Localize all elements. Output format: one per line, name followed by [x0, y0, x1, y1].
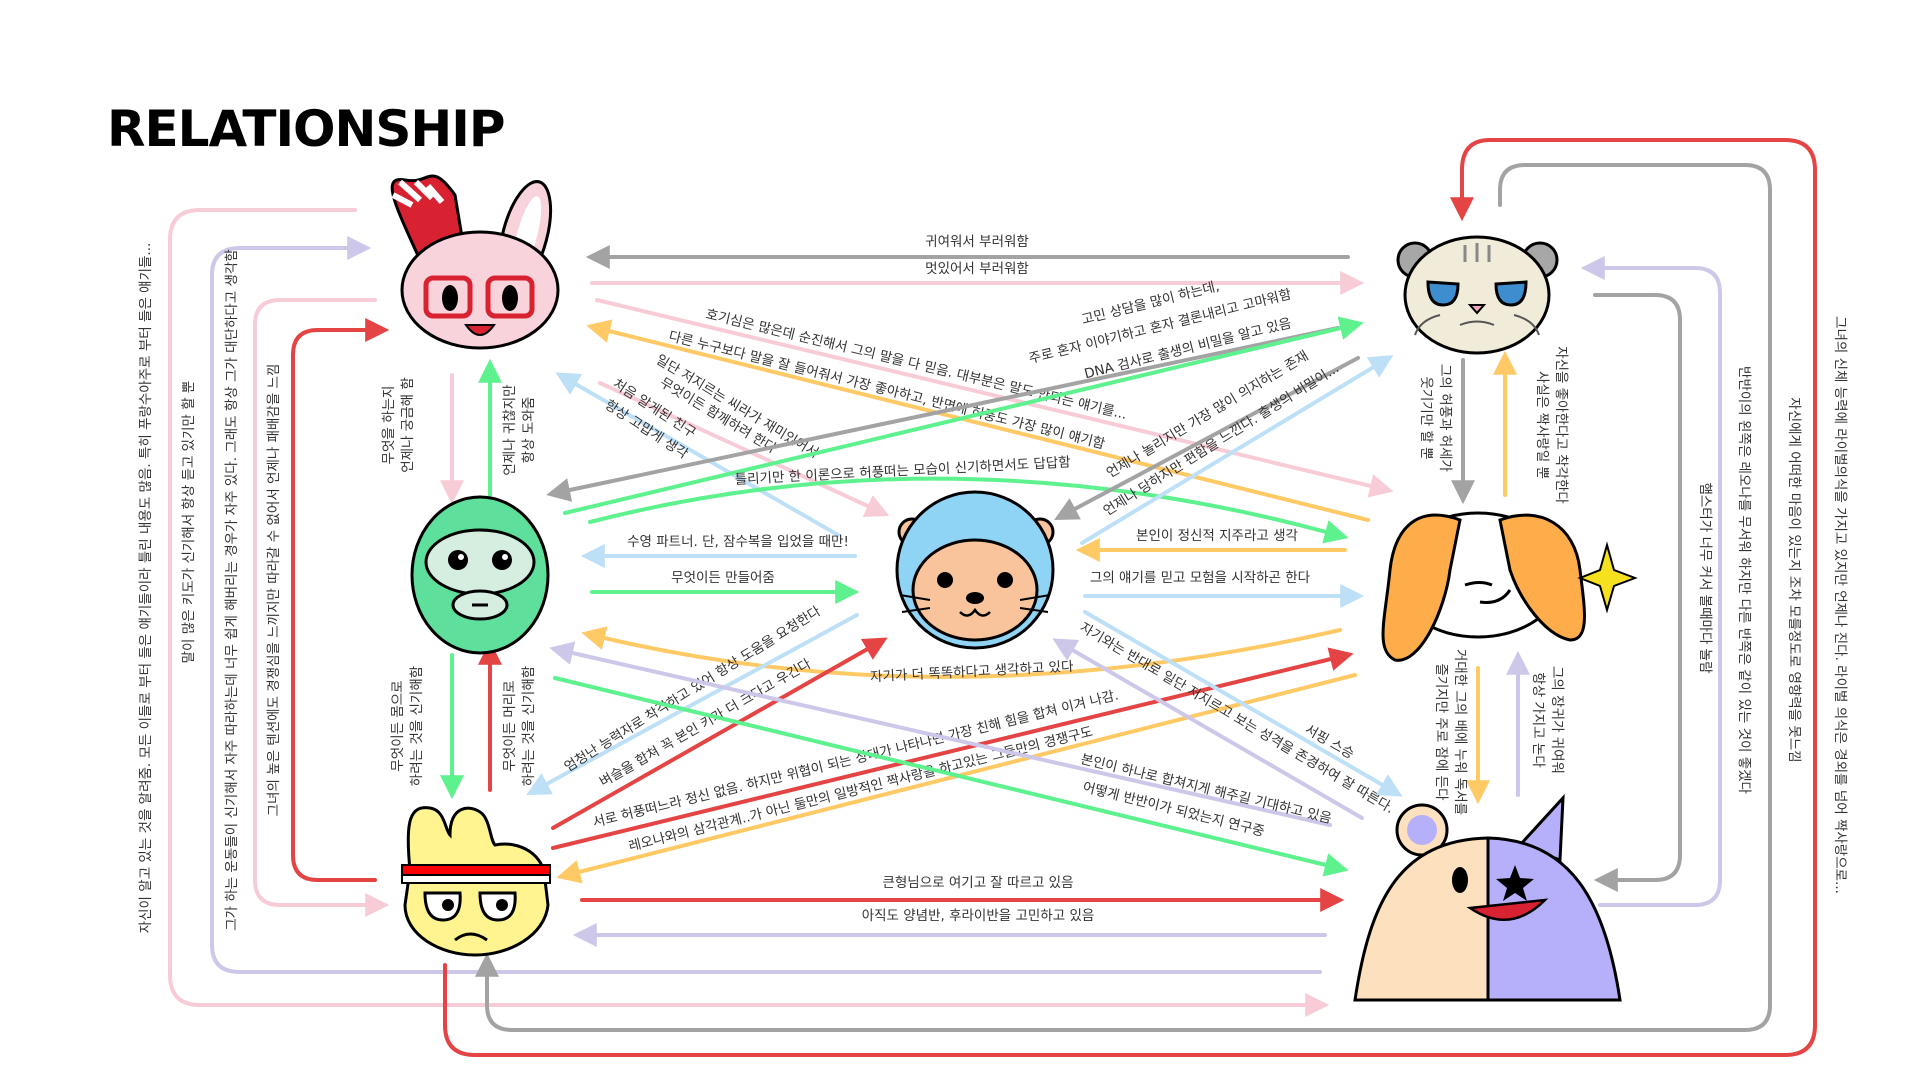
relation-label: 하려는 것을 신기해함: [521, 666, 537, 786]
relation-arrow: [168, 208, 1330, 1017]
relation-rooster-to-rabbit: 그녀의 높은 텐션에도 경쟁심을 느끼지만 따라갈 수 없어서 언제나 패배감을…: [266, 318, 390, 882]
relation-arrow: [553, 676, 1349, 877]
relation-arrow: [443, 138, 1817, 1057]
relation-label: 반반이의 왼쪽은 레오나를 무서워 하지만 다른 반쪽은 같이 있는 것이 좋겠…: [1736, 366, 1752, 795]
relation-label: 아직도 양념반, 후라이반을 고민하고 있음: [862, 908, 1095, 924]
relation-label: 그의 장귀가 귀여워: [1549, 666, 1565, 774]
relation-arrow: [556, 673, 1357, 884]
relation-label: 그녀의 높은 텐션에도 경쟁심을 느끼지만 따라갈 수 없어서 언제나 패배감을…: [266, 364, 282, 817]
relation-label: 항상 도와줌: [521, 397, 537, 463]
relation-arrow: [555, 372, 840, 537]
relation-arrow: [1080, 355, 1394, 545]
relation-arrow: [526, 613, 859, 796]
relation-arrow: [546, 326, 1340, 502]
yellow-rooster-with-headband-icon: [401, 806, 551, 957]
sparkle-icon: [1577, 541, 1638, 614]
half-and-half-hamster-icon: [1353, 793, 1622, 1002]
relation-label: 자신이 알고 있는 것을 알려줌. 모든 이들로 부터 들은 얘기들이라 틀린 …: [138, 243, 154, 934]
otter-in-blue-hood-icon: [895, 490, 1055, 650]
relation-otter-to-dog: 그의 얘기를 믿고 모험을 시작하곤 한다: [1083, 570, 1365, 608]
relation-rabbit-to-cat: 멋있어서 부러워함: [590, 261, 1365, 295]
relation-label: 언제나 궁금해 함: [400, 377, 416, 473]
relation-cat-to-rabbit: 귀여워서 부러워함: [585, 234, 1350, 269]
relation-otter-to-ninja: 수영 파트너. 단, 잠수복을 입었을 때만!: [580, 534, 857, 568]
relation-hamster-to-rabbit: 말이 많은 키도가 신기해서 항상 듣고 있기만 할 뿐: [181, 236, 1322, 974]
relation-label: 말이 많은 키도가 신기해서 항상 듣고 있기만 할 뿐: [181, 381, 197, 664]
relation-arrow: [291, 318, 390, 882]
page-title: RELATIONSHIP: [107, 100, 505, 158]
relation-label: 그의 얘기를 믿고 모험을 시작하곤 한다: [1090, 570, 1311, 586]
relation-rabbit-to-hamster: 자신이 알고 있는 것을 알려줌. 모든 이들로 부터 들은 얘기들이라 틀린 …: [138, 208, 1330, 1017]
relation-rooster-to-hamster: 큰형님으로 여기고 잘 따르고 있음: [580, 875, 1345, 912]
relation-label: 햄스터가 너무 커서 볼때마다 놀람: [1697, 482, 1713, 673]
star-eye-icon: [1496, 865, 1534, 901]
relation-arrow: [588, 476, 1349, 544]
relation-otter-to-hamster: 서핑 스승: [1083, 610, 1403, 797]
relation-arrow: [253, 298, 390, 917]
relation-label: 무엇이든 머리로: [502, 680, 518, 771]
relation-rabbit-to-rooster: 그가 하는 운동들이 신기해서 자주 따라하는데 너무 쉽게 해버리는 경우가 …: [224, 249, 390, 931]
relation-label: 무엇이든 몸으로: [390, 680, 406, 771]
relation-arrow: [598, 381, 890, 517]
relation-label: 자신을 좋아한다고 착각한다: [1553, 346, 1569, 504]
relation-arrow: [1083, 610, 1403, 797]
relation-label: 언제나 귀찮지만: [502, 384, 518, 475]
relation-label: 멋있어서 부러워함: [925, 261, 1029, 277]
relation-arrow: [563, 316, 1364, 515]
relation-label: 수영 파트너. 단, 잠수복을 입었을 때만!: [627, 534, 849, 550]
relation-arrow: [1052, 638, 1364, 820]
relation-arrow: [549, 641, 1332, 827]
relation-label: 큰형님으로 여기고 잘 따르고 있음: [882, 875, 1073, 891]
relation-label: 언제나 당하지만 편함을 느낀다. 출생의 비밀이...: [1101, 360, 1342, 519]
green-masked-ninja-icon: [410, 495, 550, 655]
relation-arrow: [551, 637, 888, 830]
relation-arrow: [595, 298, 1394, 498]
relation-label: 하려는 것을 신기해함: [409, 666, 425, 786]
relation-label: 그의 허풍과 허세가: [1437, 364, 1453, 472]
relation-hamster-to-rooster: 아직도 양념반, 후라이반을 고민하고 있음: [572, 908, 1327, 947]
relation-label: 항상 가지고 논다: [1530, 672, 1546, 768]
relation-dog-to-otter: 본인이 정신적 지주라고 생각: [1075, 528, 1347, 562]
relation-rooster-to-cat: 그녀의 신체 능력에 라이벌의식을 가지고 있지만 언제나 진다. 라이벌 의식…: [443, 138, 1848, 1057]
relation-label: 본인이 정신적 지주라고 생각: [1136, 528, 1298, 544]
grumpy-cat-icon: [1396, 235, 1559, 355]
relation-label: 무엇을 하는지: [381, 386, 397, 465]
relation-arrow: [1580, 256, 1722, 907]
pink-rabbit-with-striped-hat-icon: [390, 174, 560, 350]
relation-arrow: [581, 626, 1342, 679]
relation-label: 그녀의 신체 능력에 라이벌의식을 가지고 있지만 언제나 진다. 라이벌 의식…: [1832, 316, 1848, 894]
relation-arrow: [1054, 356, 1360, 521]
relation-label: 웃기기만 할 뿐: [1418, 376, 1434, 459]
relation-label: 자신에게 어떠한 마음이 있는지 조차 모를정도로 영향력을 못느낌: [1786, 397, 1802, 762]
relation-cat-to-rooster: 자신에게 어떠한 마음이 있는지 조차 모를정도로 영향력을 못느낌: [475, 163, 1802, 1032]
relation-cat-to-hamster: 햄스터가 너무 커서 볼때마다 놀람: [1593, 293, 1713, 892]
relation-arrow: [475, 163, 1772, 1032]
relation-arrow: [1593, 293, 1682, 892]
relation-ninja-to-otter: 무엇이든 만들어줌: [590, 570, 860, 604]
relation-label: 거대한 그의 배에 누워 독서를: [1452, 649, 1468, 815]
relation-label: 즐기지만 주로 잠에 든다: [1433, 663, 1449, 801]
orange-eared-dog-icon: [1381, 511, 1638, 662]
relation-hamster-to-cat: 반반이의 왼쪽은 레오나를 무서워 하지만 다른 반쪽은 같이 있는 것이 좋겠…: [1580, 256, 1752, 907]
relation-label: 그가 하는 운동들이 신기해서 자주 따라하는데 너무 쉽게 해버리는 경우가 …: [224, 249, 240, 931]
relation-arrow: [210, 236, 1322, 974]
relation-arrow: [551, 647, 1354, 850]
relation-label: 귀여워서 부러워함: [925, 234, 1029, 250]
relation-arrow: [586, 319, 1370, 522]
relation-otter-to-rooster: 엄청난 능력자로 착각하고 있어 항상 도움을 요청한다: [526, 603, 859, 796]
relation-label: 자기가 더 똑똑하다고 생각하고 있다: [870, 659, 1075, 686]
relation-label: 사실은 짝사랑일 뿐: [1534, 371, 1550, 479]
relation-label: 무엇이든 만들어줌: [671, 570, 775, 586]
